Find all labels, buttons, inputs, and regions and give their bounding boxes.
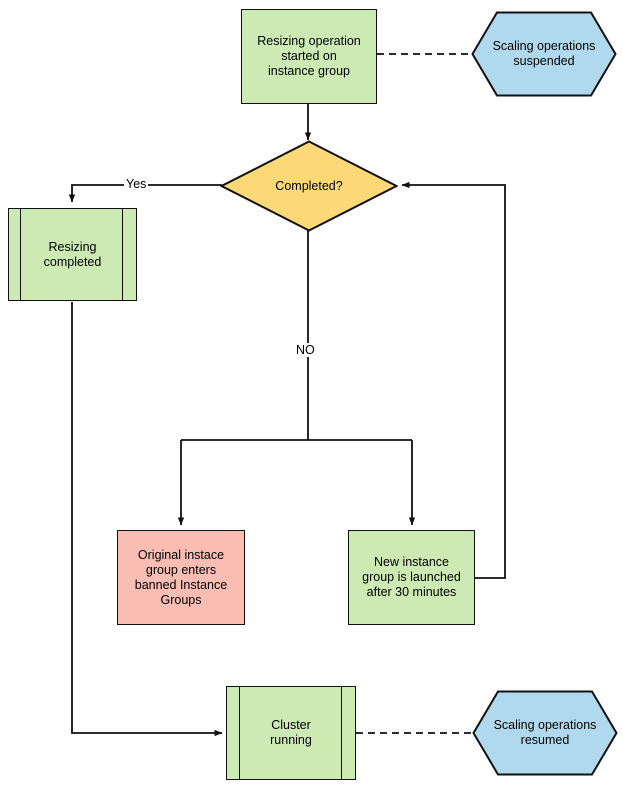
predefined-bar-right <box>122 209 123 300</box>
node-cluster-running-label: Cluster running <box>270 718 312 747</box>
edge-resizing-to-cluster <box>71 302 223 737</box>
node-original-group-banned[interactable]: Original instace group enters banned Ins… <box>117 530 245 625</box>
hexagon-shape-suspended <box>471 11 617 97</box>
edge-decision-no <box>177 230 416 526</box>
predefined-bar-right <box>341 687 342 779</box>
node-new-group-launched[interactable]: New instance group is launched after 30 … <box>348 530 475 625</box>
node-scaling-resumed-label: Scaling operations resumed <box>493 718 597 747</box>
edge-label-no: NO <box>294 343 317 357</box>
node-new-group-launched-label: New instance group is launched after 30 … <box>362 555 461 599</box>
hexagon-shape-resumed <box>472 690 618 776</box>
node-scaling-resumed[interactable]: Scaling operations resumed <box>472 690 618 776</box>
node-resizing-completed[interactable]: Resizing completed <box>8 208 137 301</box>
node-resizing-started-label: Resizing operation started on instance g… <box>257 34 361 78</box>
node-completed-decision-label: Completed? <box>275 179 343 193</box>
edge-decision-yes <box>68 184 222 203</box>
node-completed-decision[interactable]: Completed? <box>220 140 398 232</box>
edge-new-group-loop-back <box>401 181 506 579</box>
diamond-shape-completed <box>220 140 398 232</box>
edge-label-yes: Yes <box>124 177 149 191</box>
node-resizing-completed-label: Resizing completed <box>43 239 102 269</box>
predefined-bar-left <box>20 209 21 300</box>
node-scaling-suspended[interactable]: Scaling operations suspended <box>471 11 617 97</box>
predefined-bar-left <box>239 687 240 779</box>
node-cluster-running[interactable]: Cluster running <box>226 686 356 780</box>
node-scaling-suspended-label: Scaling operations suspended <box>492 39 596 68</box>
node-original-group-banned-label: Original instace group enters banned Ins… <box>134 547 228 607</box>
node-resizing-started[interactable]: Resizing operation started on instance g… <box>241 9 377 104</box>
